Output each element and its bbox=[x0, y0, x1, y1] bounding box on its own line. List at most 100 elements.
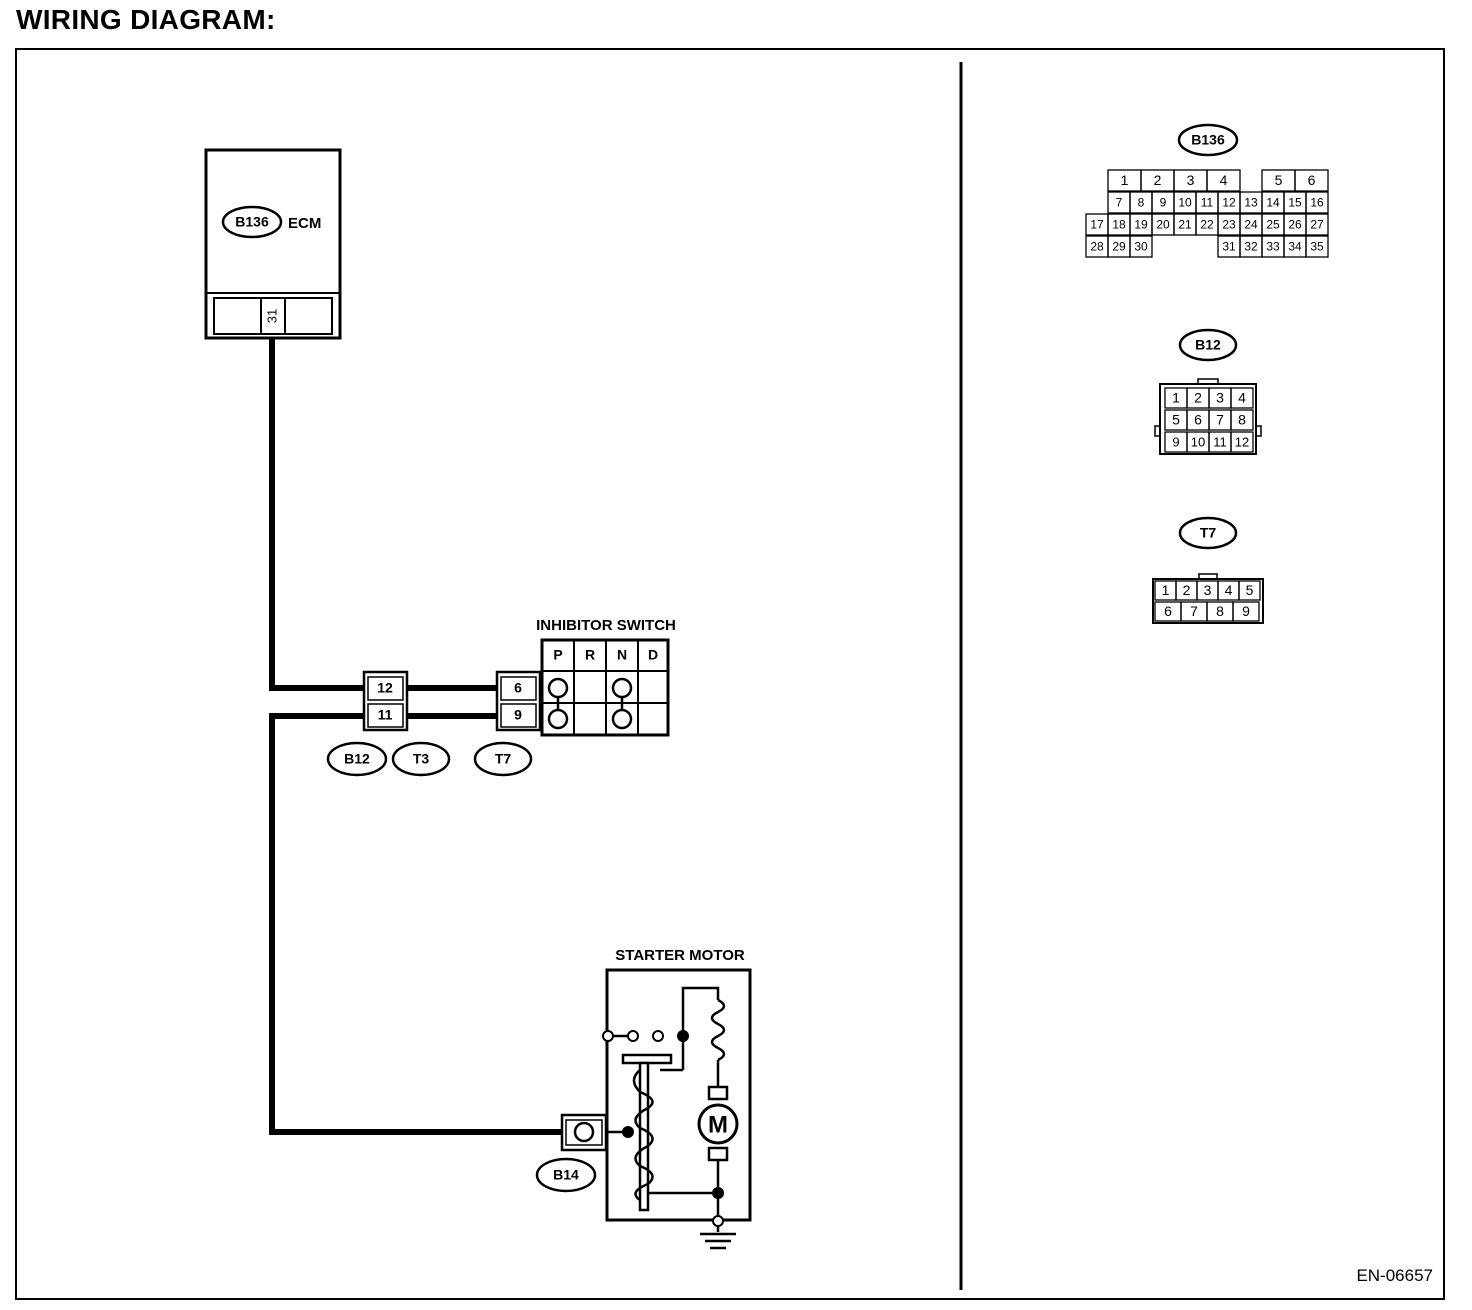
b136-pin-23: 23 bbox=[1222, 218, 1236, 232]
motor-icon bbox=[697, 1103, 739, 1145]
wiring bbox=[269, 338, 562, 1135]
b12-pin-1: 1 bbox=[1172, 390, 1180, 406]
b136-pin-8: 8 bbox=[1138, 196, 1145, 210]
position-r: R bbox=[585, 647, 595, 663]
t7-pin-6: 6 bbox=[1164, 603, 1172, 619]
b136-pin-30: 30 bbox=[1134, 240, 1148, 254]
position-p: P bbox=[553, 647, 562, 663]
b136-view-tag-oval bbox=[1177, 123, 1239, 157]
b136-pin-19: 19 bbox=[1134, 218, 1148, 232]
switch-contacts bbox=[547, 677, 633, 730]
b12-tag: B12 bbox=[344, 751, 370, 767]
t7-pin-4: 4 bbox=[1225, 582, 1233, 598]
t7-view-tag: T7 bbox=[1200, 525, 1217, 541]
t7-connector: 6 9 T7 bbox=[473, 670, 542, 777]
t7-view-tag-oval bbox=[1178, 516, 1238, 550]
b136-pin-27: 27 bbox=[1310, 218, 1324, 232]
b12-pin-5: 5 bbox=[1172, 412, 1180, 428]
b136-pin-24: 24 bbox=[1244, 218, 1258, 232]
b136-pin-1: 1 bbox=[1121, 172, 1129, 188]
diagram-frame bbox=[15, 48, 1445, 1300]
b136-pin-34: 34 bbox=[1288, 240, 1302, 254]
b136-pin-20: 20 bbox=[1156, 218, 1170, 232]
b136-pin-7: 7 bbox=[1116, 196, 1123, 210]
b14-tag: B14 bbox=[553, 1167, 579, 1183]
b12-pin-11: 11 bbox=[1213, 434, 1227, 449]
ecm-label: ECM bbox=[288, 215, 321, 232]
b136-pin-5: 5 bbox=[1275, 172, 1283, 188]
ecm-connector-label: B136 bbox=[235, 214, 269, 230]
b136-pin-6: 6 bbox=[1308, 172, 1316, 188]
b136-pin-33: 33 bbox=[1266, 240, 1280, 254]
b136-pin-2: 2 bbox=[1154, 172, 1162, 188]
b12-pin-9: 9 bbox=[1172, 434, 1179, 449]
b136-pin-25: 25 bbox=[1266, 218, 1280, 232]
ecm-unit: 31 B136 ECM bbox=[204, 148, 342, 340]
b136-pin-32: 32 bbox=[1244, 240, 1258, 254]
ground-icon bbox=[700, 1232, 736, 1250]
b12-pin-12: 12 bbox=[1235, 434, 1249, 449]
b12-pin-10: 10 bbox=[1191, 434, 1205, 449]
b136-pin-18: 18 bbox=[1112, 218, 1126, 232]
b12-pin-11: 11 bbox=[378, 707, 393, 723]
b136-pin-10: 10 bbox=[1178, 196, 1192, 210]
b136-pin-13: 13 bbox=[1244, 196, 1258, 210]
inhibitor-switch: INHIBITOR SWITCH P R N D bbox=[536, 617, 676, 737]
wire-ecm-to-b12 bbox=[269, 338, 364, 691]
b136-pin-16: 16 bbox=[1310, 196, 1324, 210]
starter-motor-label: STARTER MOTOR bbox=[615, 947, 745, 964]
b12-pin-6: 6 bbox=[1194, 412, 1202, 428]
b12-pin-4: 4 bbox=[1238, 390, 1246, 406]
b136-pin-31: 31 bbox=[1222, 240, 1236, 254]
t3-tag: T3 bbox=[413, 751, 430, 767]
position-d: D bbox=[648, 647, 658, 663]
t7-pin-2: 2 bbox=[1183, 582, 1191, 598]
b136-pin-9: 9 bbox=[1160, 196, 1167, 210]
starter-motor: STARTER MOTOR bbox=[602, 947, 752, 1250]
t7-pin-3: 3 bbox=[1204, 582, 1212, 598]
b136-pin-22: 22 bbox=[1200, 218, 1214, 232]
inhibitor-switch-label: INHIBITOR SWITCH bbox=[536, 617, 676, 634]
b12-t3-connector: 12 11 B12 T3 bbox=[326, 670, 451, 777]
b14-connector: B14 bbox=[535, 1113, 608, 1193]
t7-pin-8: 8 bbox=[1216, 603, 1224, 619]
page-title: WIRING DIAGRAM: bbox=[16, 4, 276, 35]
t7-pin-1: 1 bbox=[1162, 582, 1170, 598]
figure-code: EN-06657 bbox=[1356, 1266, 1433, 1285]
b136-pin-14: 14 bbox=[1266, 196, 1280, 210]
ecm-connector-tag bbox=[221, 205, 283, 239]
b136-pin-35: 35 bbox=[1310, 240, 1324, 254]
b136-pin-29: 29 bbox=[1112, 240, 1126, 254]
b12-pin-7: 7 bbox=[1216, 412, 1224, 428]
t7-pin-9: 9 bbox=[514, 707, 522, 723]
b12-pin-3: 3 bbox=[1216, 390, 1224, 406]
t7-pin-5: 5 bbox=[1246, 582, 1254, 598]
b136-view-tag: B136 bbox=[1191, 132, 1225, 148]
t7-pin-7: 7 bbox=[1190, 603, 1198, 619]
b12-view-tag: B12 bbox=[1195, 337, 1221, 353]
b136-pin-28: 28 bbox=[1090, 240, 1104, 254]
t7-pin-9: 9 bbox=[1242, 603, 1250, 619]
b136-pin-12: 12 bbox=[1222, 196, 1236, 210]
b136-pin-11: 11 bbox=[1201, 196, 1214, 210]
b12-view-tag-oval bbox=[1178, 328, 1238, 362]
b136-pin-15: 15 bbox=[1288, 196, 1302, 210]
b12-pin-12: 12 bbox=[377, 680, 393, 696]
t7-tag: T7 bbox=[495, 751, 512, 767]
b12-pin-2: 2 bbox=[1194, 390, 1202, 406]
b12-pin-8: 8 bbox=[1238, 412, 1246, 428]
t7-pin-6: 6 bbox=[514, 680, 522, 696]
position-n: N bbox=[617, 647, 627, 663]
motor-symbol: M bbox=[708, 1111, 728, 1138]
b136-pin-17: 17 bbox=[1090, 218, 1104, 232]
b136-pin-26: 26 bbox=[1288, 218, 1302, 232]
b136-pin-21: 21 bbox=[1178, 218, 1192, 232]
b136-pin-4: 4 bbox=[1220, 172, 1228, 188]
b136-pin-3: 3 bbox=[1187, 172, 1195, 188]
wire-b12-to-b14 bbox=[269, 713, 562, 1135]
